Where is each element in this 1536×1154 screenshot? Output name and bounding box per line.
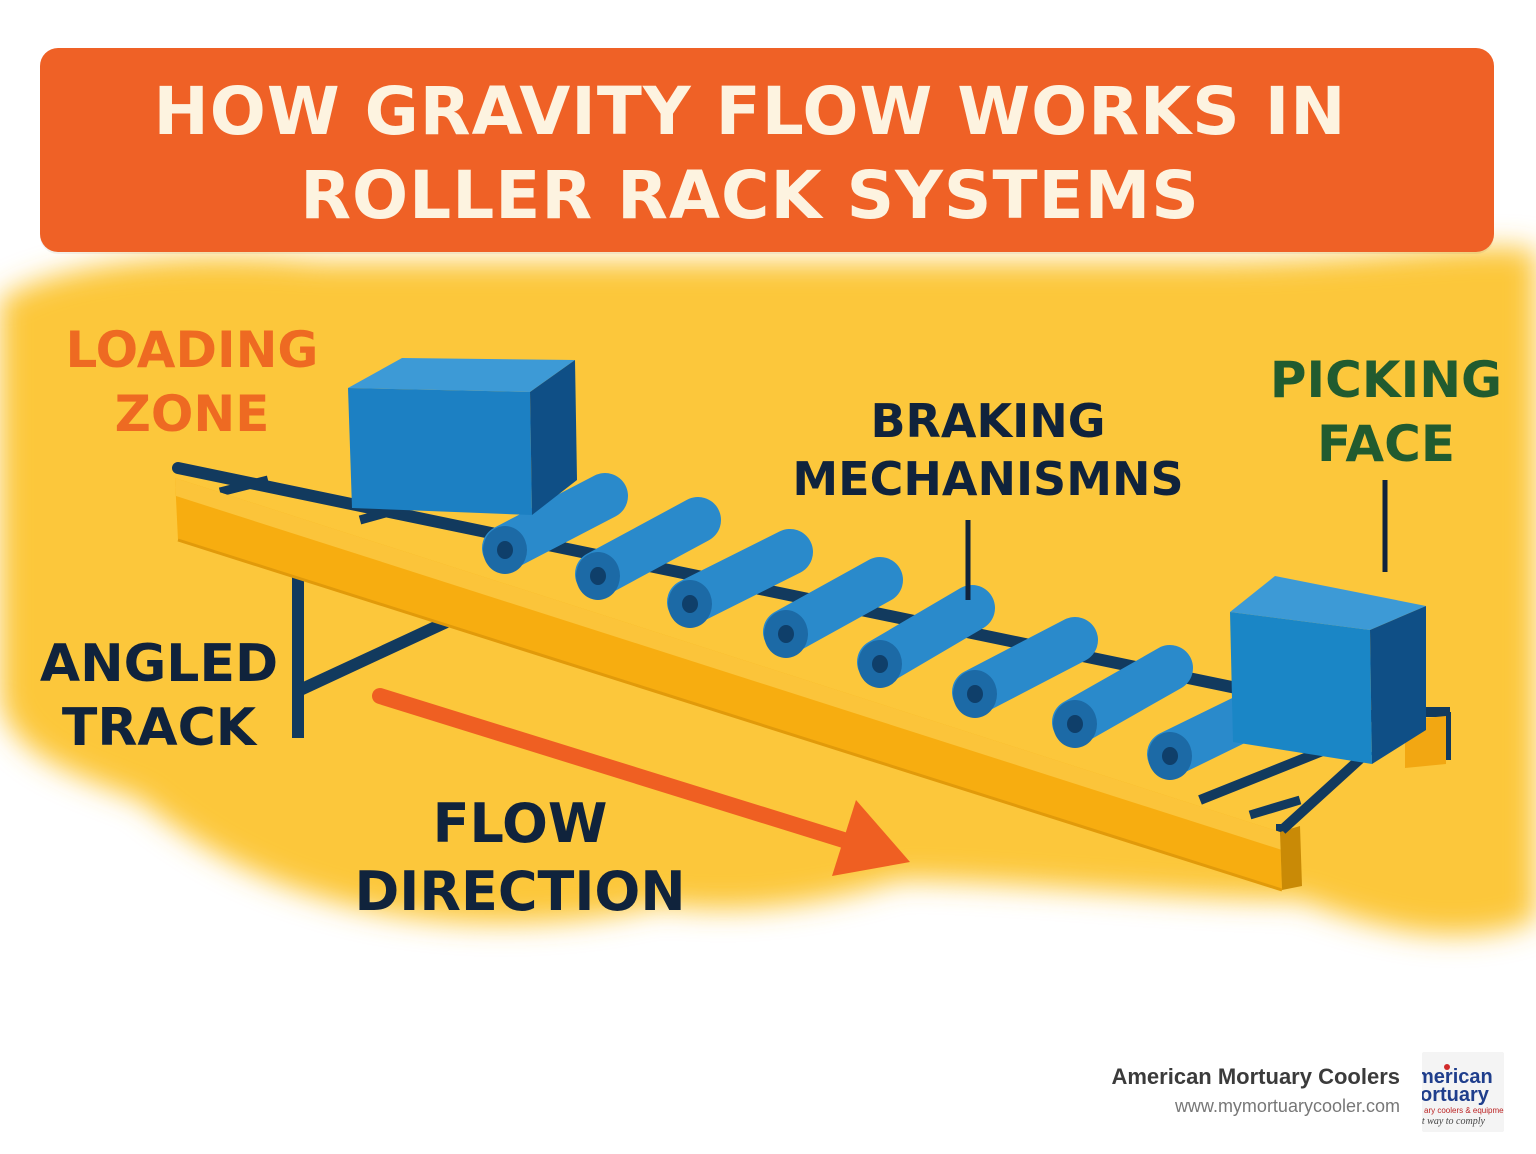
front-rail: [175, 478, 1302, 892]
roller: [575, 497, 721, 600]
loading-box: [348, 358, 577, 515]
front-frame: [1198, 743, 1374, 834]
company-logo: merican ortuary ary coolers & equipment …: [1422, 1052, 1504, 1132]
flow-arrow-icon: [372, 688, 910, 876]
roller: [1052, 645, 1193, 748]
footer-brand: American Mortuary Coolers www.mymortuary…: [1111, 1064, 1400, 1117]
roller: [952, 617, 1098, 718]
logo-dot: [1444, 1064, 1450, 1070]
braking-mechanisms-label: BRAKING MECHANISMNS: [792, 394, 1184, 506]
roller: [763, 557, 903, 658]
logo-motto: st way to comply: [1422, 1116, 1485, 1127]
company-url[interactable]: www.mymortuarycooler.com: [1174, 1096, 1400, 1116]
loading-zone-label: LOADING ZONE: [65, 321, 319, 443]
pointer-lines: [965, 480, 1388, 600]
rollers: [482, 473, 1283, 780]
title-banner: HOW GRAVITY FLOW WORKS IN ROLLER RACK SY…: [40, 48, 1494, 252]
picking-face-label: PICKING FACE: [1269, 351, 1503, 473]
roller: [857, 585, 995, 688]
flow-direction-label: FLOW DIRECTION: [354, 792, 686, 923]
picking-box: [1230, 576, 1426, 764]
logo-line-2: ortuary: [1422, 1084, 1489, 1106]
roller: [667, 529, 813, 628]
logo-line-1: merican: [1422, 1066, 1493, 1088]
roller: [482, 473, 628, 574]
company-name: American Mortuary Coolers: [1111, 1064, 1400, 1089]
cross-braces: [218, 475, 1302, 820]
logo-tagline: ary coolers & equipment: [1424, 1106, 1504, 1115]
angled-track-label: ANGLED TRACK: [39, 634, 279, 758]
page-title: HOW GRAVITY FLOW WORKS IN ROLLER RACK SY…: [153, 73, 1347, 234]
